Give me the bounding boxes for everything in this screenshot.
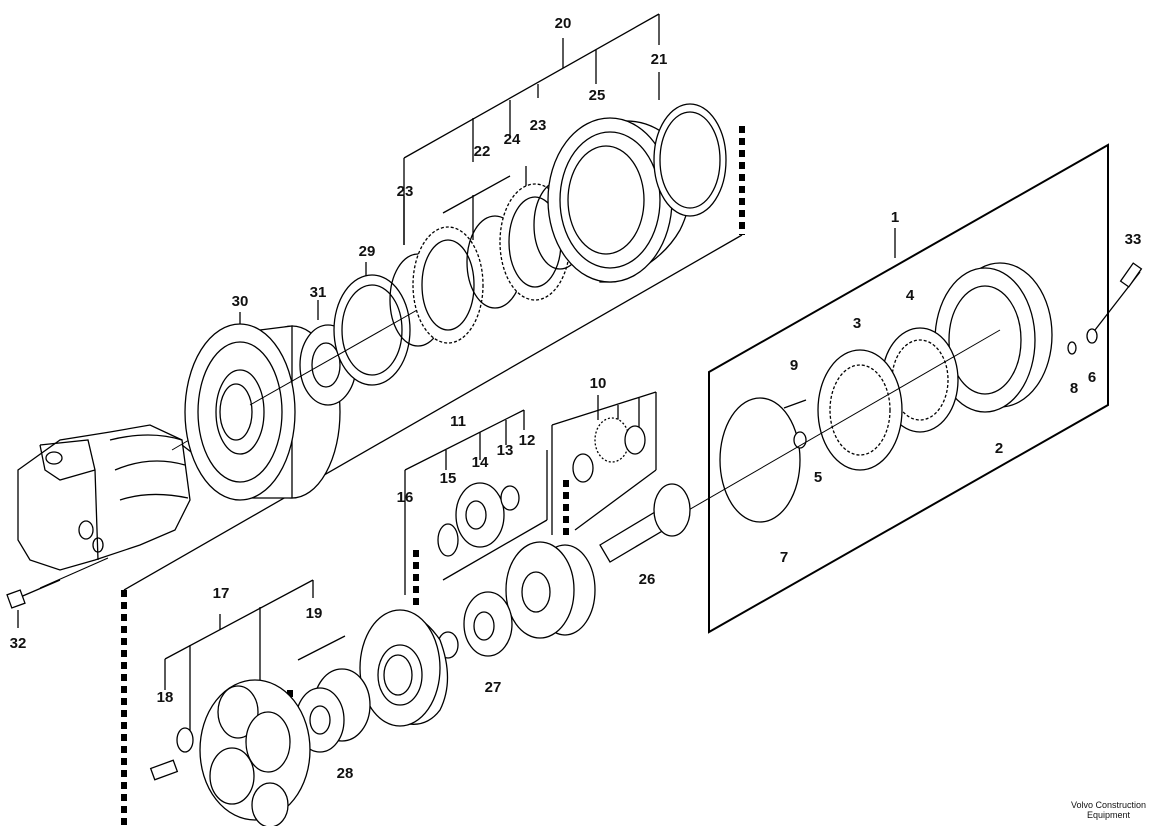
- bolt-32: [17, 579, 61, 599]
- shaft-26: [599, 483, 691, 563]
- callout-23-lower: 23: [396, 183, 414, 200]
- callout-9: 9: [789, 357, 799, 374]
- callout-15: 15: [439, 470, 457, 487]
- callout-28: 28: [336, 765, 354, 782]
- o-ring-7: [719, 397, 801, 523]
- carrier-17: [199, 679, 311, 826]
- bracket-11: [404, 409, 548, 595]
- washer-13: [500, 485, 520, 511]
- callout-10: 10: [589, 375, 607, 392]
- callout-30: 30: [231, 293, 249, 310]
- callout-4: 4: [905, 287, 915, 304]
- callout-6: 6: [1087, 369, 1097, 386]
- gear-ring-3: [817, 349, 903, 471]
- callout-22: 22: [473, 143, 491, 160]
- bolt-19: [297, 635, 346, 661]
- ring-21: [653, 103, 727, 217]
- callout-20: 20: [554, 15, 572, 32]
- callout-8: 8: [1069, 380, 1079, 397]
- callout-3: 3: [852, 315, 862, 332]
- gear-14: [455, 482, 505, 548]
- callout-18: 18: [156, 689, 174, 706]
- ring-29: [333, 274, 411, 386]
- callout-1: 1: [890, 209, 900, 226]
- callout-17: 17: [212, 585, 230, 602]
- publisher-credit: Volvo Construction Equipment: [1071, 800, 1146, 820]
- callout-7: 7: [779, 549, 789, 566]
- credit-line-2: Equipment: [1086, 810, 1130, 820]
- callout-2: 2: [994, 440, 1004, 457]
- sun-gear-27: [463, 591, 513, 657]
- callout-13: 13: [496, 442, 514, 459]
- callout-23-upper: 23: [529, 117, 547, 134]
- callout-14: 14: [471, 454, 489, 471]
- bolt-9: [783, 399, 807, 409]
- callout-21: 21: [650, 51, 668, 68]
- carrier-16: [359, 609, 449, 727]
- ring-gear-housing-2: [934, 262, 1053, 413]
- group-frame-1: [708, 143, 1109, 634]
- plug-6: [1086, 328, 1098, 344]
- callout-12: 12: [518, 432, 536, 449]
- callout-33: 33: [1124, 231, 1142, 248]
- callout-16: 16: [396, 489, 414, 506]
- callout-11: 11: [450, 413, 466, 430]
- callout-26: 26: [638, 571, 656, 588]
- washer-8: [1067, 341, 1077, 355]
- callout-24: 24: [503, 131, 521, 148]
- bearing-15: [437, 523, 459, 557]
- callout-27: 27: [484, 679, 502, 696]
- callout-31: 31: [309, 284, 327, 301]
- callout-5: 5: [813, 469, 823, 486]
- callout-32: 32: [9, 635, 27, 652]
- hydraulic-motor: [17, 424, 196, 571]
- bracket-10: [551, 391, 657, 535]
- callout-29: 29: [358, 243, 376, 260]
- gear-10: [572, 417, 646, 483]
- carrier-10: [505, 541, 596, 639]
- callout-19: 19: [305, 605, 323, 622]
- pin-18: [149, 759, 179, 781]
- bearing-22: [412, 226, 484, 344]
- credit-line-1: Volvo Construction: [1070, 800, 1146, 810]
- bearing-18: [176, 727, 194, 753]
- callout-25: 25: [588, 87, 606, 104]
